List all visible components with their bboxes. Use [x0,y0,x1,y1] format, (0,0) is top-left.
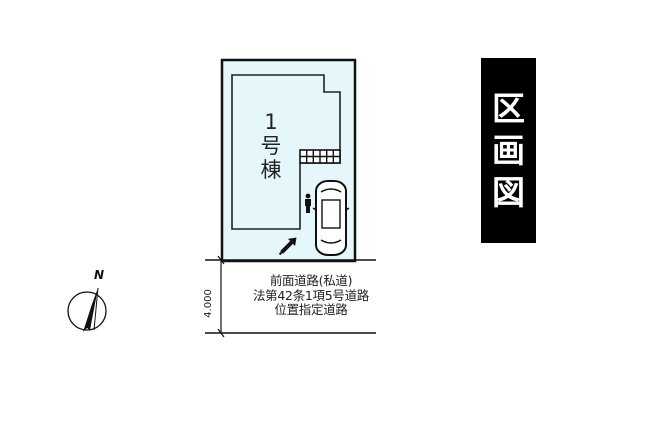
road-line-3: 位置指定道路 [274,302,348,317]
building-label-char: 号 [260,134,282,158]
north-arrow-icon [67,287,107,332]
road-description: 前面道路(私道) 法第42条1項5号道路 位置指定道路 [226,273,396,318]
road-line-1: 前面道路(私道) [269,273,353,288]
title-char: 図 [492,172,525,212]
road-line-2: 法第42条1項5号道路 [252,287,369,303]
grid-deck-icon [299,149,341,164]
title-banner: 区 画 図 [481,58,536,243]
road-width-dimension: 4.000 [195,288,221,318]
person-icon [305,193,311,213]
building-label-char: 棟 [260,158,282,182]
car-top-view-icon [312,180,350,256]
building-label: 1 号 棟 [256,110,286,182]
title-char: 画 [492,130,525,170]
road-width-value: 4.000 [202,288,214,318]
entry-arrow-icon [278,237,297,256]
north-label: N [94,268,105,282]
title-char: 区 [492,88,525,128]
building-label-char: 1 [264,110,278,134]
